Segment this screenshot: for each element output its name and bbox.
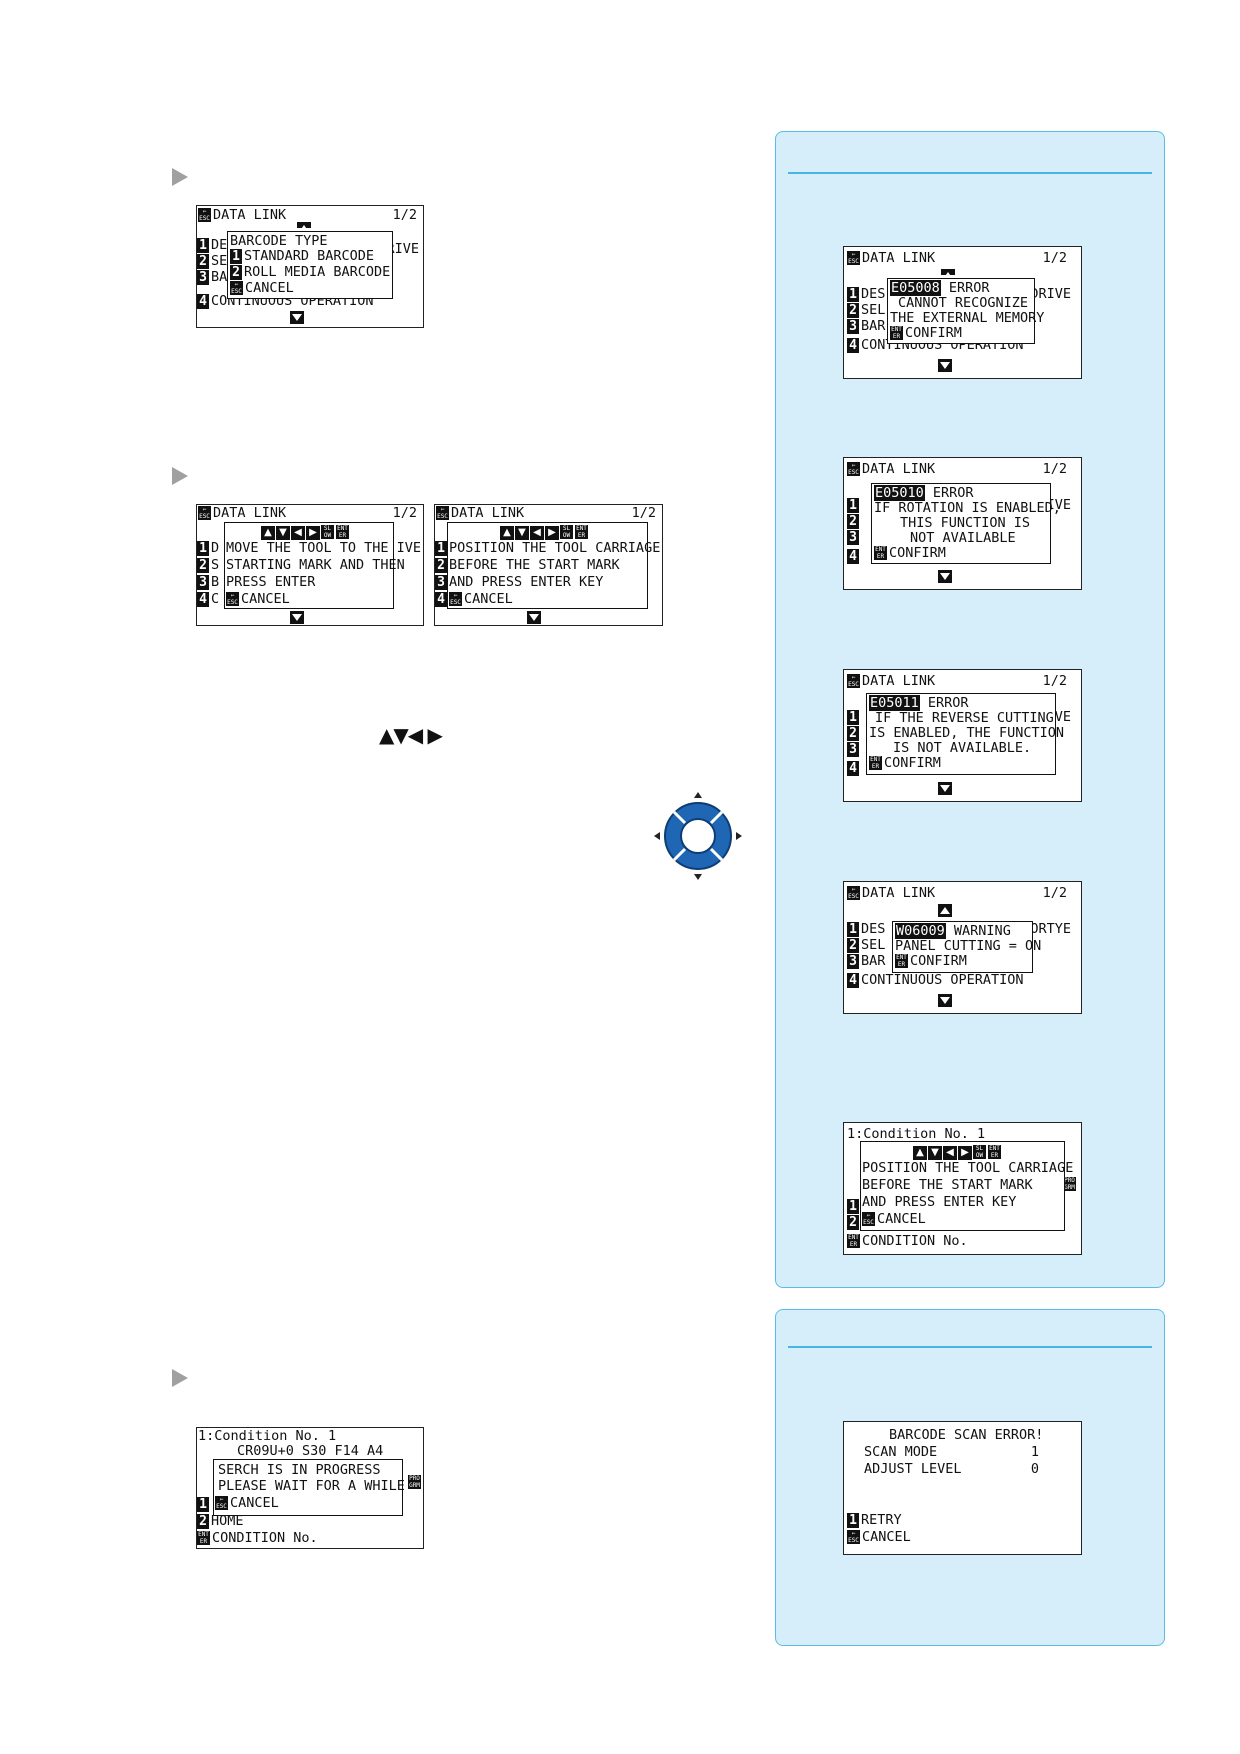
panel-rule <box>788 1346 1152 1348</box>
popup-line: STARTING MARK AND THEN <box>226 557 405 573</box>
panel-rule <box>788 172 1152 174</box>
joystick-icon <box>654 792 742 880</box>
scroll-down-icon <box>290 611 304 624</box>
popup-line: BEFORE THE START MARK <box>449 557 620 573</box>
footer-label: CONDITION No. <box>212 1530 318 1546</box>
lcd-header: DATA LINK <box>213 505 287 521</box>
key-2: 2 <box>197 254 209 269</box>
search-popup: SERCH IS IN PROGRESS PLEASE WAIT FOR A W… <box>213 1459 405 1516</box>
panel-scan-error: BARCODE SCAN ERROR! SCAN MODE 1 ADJUST L… <box>775 1309 1165 1646</box>
key-4: 4 <box>197 294 209 309</box>
popup-line: PRESS ENTER <box>226 574 316 590</box>
lcd-page: 1/2 <box>392 207 417 223</box>
condition-params: CR09U+0 S30 F14 A4 <box>237 1443 384 1459</box>
lcd-page: 1/2 <box>631 505 656 521</box>
step-marker-3 <box>172 1369 188 1387</box>
lcd-header: DATA LINK <box>451 505 525 521</box>
bg-row: BA <box>211 269 228 285</box>
arrow-keys-text: ▲▼◀ ▶ <box>379 723 443 747</box>
step-marker-1 <box>172 168 188 186</box>
lcd-header: DATA LINK <box>213 207 287 223</box>
bg-right-text: RIVE <box>386 241 419 257</box>
popup-line: MOVE THE TOOL TO THE <box>226 540 389 556</box>
popup-line: AND PRESS ENTER KEY <box>449 574 604 590</box>
error-code: E05010 <box>874 485 925 501</box>
lcd-barcode-scan-error: BARCODE SCAN ERROR! SCAN MODE 1 ADJUST L… <box>843 1421 1082 1555</box>
arrow-keys-icon: ▲▼◀▶ <box>261 524 321 540</box>
popup-line: SERCH IS IN PROGRESS <box>218 1462 381 1478</box>
key-3: 3 <box>197 270 209 285</box>
error-code: E05011 <box>869 695 920 711</box>
scan-mode-label: SCAN MODE <box>864 1444 938 1460</box>
scroll-down-icon <box>527 611 541 624</box>
scroll-down-icon <box>290 311 304 324</box>
scan-error-title: BARCODE SCAN ERROR! <box>889 1427 1044 1443</box>
adjust-level-value: 0 <box>1030 1461 1039 1477</box>
bg-row: SE <box>211 253 228 269</box>
key-1: 1 <box>197 238 209 253</box>
popup-title: BARCODE TYPE <box>230 233 328 249</box>
scan-mode-value: 1 <box>1030 1444 1039 1460</box>
home-item: HOME <box>211 1513 244 1529</box>
esc-key-icon: ⇐ESC <box>230 281 243 295</box>
lcd-search-progress: 1:Condition No. 1 CR09U+0 S30 F14 A4 1 2… <box>196 1427 424 1549</box>
condition-line: 1:Condition No. 1 <box>198 1428 337 1444</box>
warning-code: W06009 <box>895 923 946 939</box>
adjust-level-label: ADJUST LEVEL <box>864 1461 962 1477</box>
scroll-up-icon <box>297 222 311 232</box>
popup-line: PLEASE WAIT FOR A WHILE <box>218 1478 405 1494</box>
lcd-page: 1/2 <box>392 505 417 521</box>
bg-row: DE <box>211 237 228 253</box>
popup-line: POSITION THE TOOL CARRIAGE <box>449 540 661 556</box>
esc-key-icon: ⇐ESC <box>198 506 211 520</box>
esc-key-icon: ⇐ESC <box>198 208 211 222</box>
step-marker-2 <box>172 467 188 485</box>
error-code: E05008 <box>890 280 941 296</box>
arrow-keys-icon: ▲▼◀▶ <box>500 524 560 540</box>
esc-key-icon: ⇐ESC <box>436 506 449 520</box>
esc-key-icon: ⇐ESC <box>226 592 239 606</box>
